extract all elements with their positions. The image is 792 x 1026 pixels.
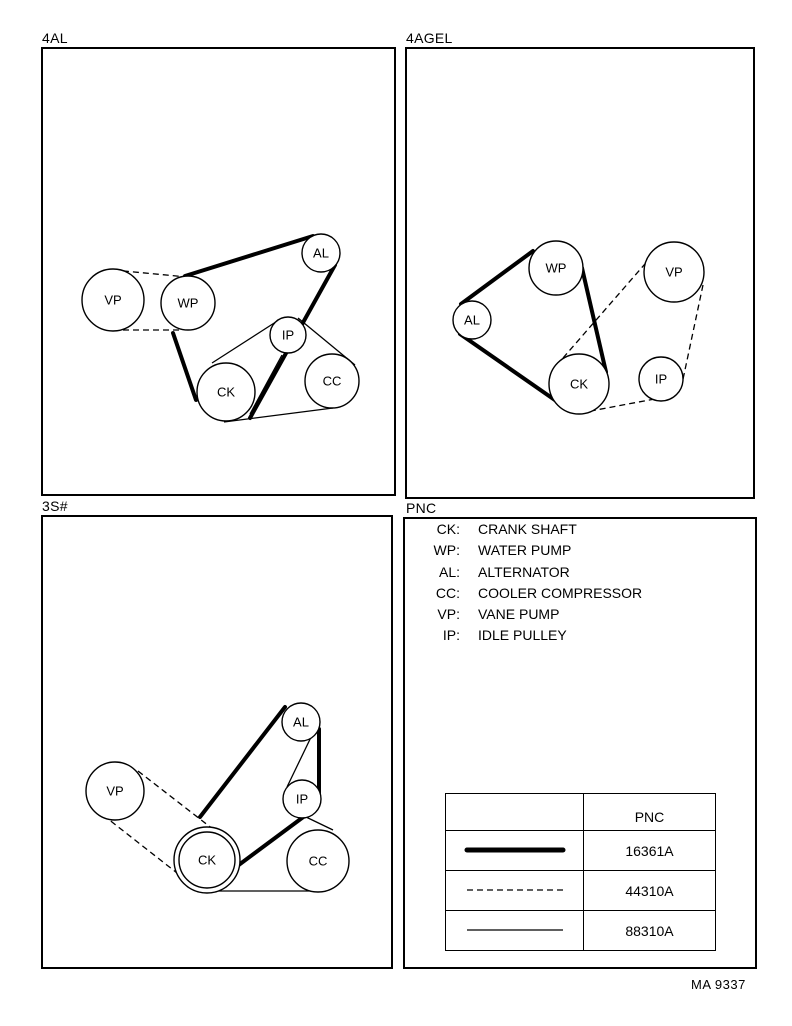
legend-abbr: CC: xyxy=(435,585,460,601)
belt-3s-ip-cc xyxy=(305,816,334,831)
pulley-4al-al: AL xyxy=(301,233,341,273)
legend-desc: VANE PUMP xyxy=(478,606,560,622)
panel-label-4agel: 4AGEL xyxy=(406,30,453,46)
abbreviation-legend: CK: CRANK SHAFT WP: WATER PUMP AL: ALTER… xyxy=(400,521,740,651)
pulley-label: CK xyxy=(217,385,235,400)
belt-3s-vp-ck-bottom xyxy=(102,814,187,881)
belt-4agel-al-wp xyxy=(459,249,535,306)
pulley-label: WP xyxy=(178,296,199,311)
pulley-4agel-vp: VP xyxy=(643,241,705,303)
panel-3s xyxy=(41,515,393,969)
pulley-label: CC xyxy=(323,374,342,389)
table-row: 88310A xyxy=(445,910,716,951)
belt-4agel-vp-ip xyxy=(681,284,704,385)
pulley-label: VP xyxy=(106,784,123,799)
belt-4al-ck-ip xyxy=(211,317,283,364)
belt-4agel-al-ck xyxy=(458,332,564,407)
line-sample-dashed xyxy=(445,870,584,911)
legend-abbr: AL: xyxy=(438,564,460,580)
belt-4al-wp-ck xyxy=(171,331,198,402)
table-row: 44310A xyxy=(445,870,716,911)
pulley-3s-al: AL xyxy=(281,702,321,742)
pulley-4agel-al: AL xyxy=(452,300,492,340)
pnc-header-blank xyxy=(445,793,584,831)
thick-line-icon xyxy=(464,847,566,853)
belt-4agel-ck-vp xyxy=(562,256,652,359)
pulley-4al-ck: CK xyxy=(196,362,256,422)
pnc-code: 88310A xyxy=(583,910,716,951)
dashed-line-icon xyxy=(467,889,563,891)
legend-abbr: WP: xyxy=(433,542,460,558)
pulley-4agel-ck: CK xyxy=(548,353,610,415)
pulley-label: VP xyxy=(665,265,682,280)
legend-desc: ALTERNATOR xyxy=(478,564,570,580)
pnc-table: PNC 16361A 44310A 88310A xyxy=(445,793,716,951)
pulley-4al-wp: WP xyxy=(160,275,216,331)
pulley-label: WP xyxy=(546,261,567,276)
pulley-3s-cc: CC xyxy=(286,829,350,893)
line-sample-thick xyxy=(445,830,584,871)
legend-desc: COOLER COMPRESSOR xyxy=(478,585,643,601)
belt-4al-ck-ip-inner xyxy=(249,354,283,415)
pulley-label: CK xyxy=(570,377,588,392)
pulley-label: IP xyxy=(282,328,294,343)
pulley-label: AL xyxy=(464,313,480,328)
pulley-4al-cc: CC xyxy=(304,353,360,409)
panel-label-3s: 3S# xyxy=(42,498,68,514)
line-sample-thin xyxy=(445,910,584,951)
legend-abbr: VP: xyxy=(437,606,460,622)
legend-desc: WATER PUMP xyxy=(478,542,572,558)
thin-line-icon xyxy=(467,929,563,931)
pnc-header: PNC xyxy=(583,793,716,831)
pulley-label: VP xyxy=(104,293,121,308)
pulley-label: CK xyxy=(198,853,216,868)
belt-3s-ck-ip xyxy=(230,813,308,872)
panel-label-4al: 4AL xyxy=(42,30,68,46)
legend-abbr: IP: xyxy=(442,627,460,643)
pulley-4agel-wp: WP xyxy=(528,240,584,296)
pulley-3s-vp: VP xyxy=(85,761,145,821)
reference-number: MA 9337 xyxy=(691,977,746,992)
pulley-label: AL xyxy=(293,715,309,730)
diagram-4al: VP WP AL IP CK CC xyxy=(81,233,360,423)
pulley-3s-ck: CK xyxy=(173,826,241,894)
pnc-code: 16361A xyxy=(583,830,716,871)
belt-3s-vp-ck-top xyxy=(137,770,219,834)
pulley-4agel-ip: IP xyxy=(638,356,684,402)
pulley-3s-ip: IP xyxy=(282,779,322,819)
pnc-code: 44310A xyxy=(583,870,716,911)
legend-desc: CRANK SHAFT xyxy=(478,521,577,537)
pulley-label: IP xyxy=(296,792,308,807)
legend-abbr: CK: xyxy=(436,521,460,537)
pulley-4al-vp: VP xyxy=(81,268,145,332)
panel-label-pnc: PNC xyxy=(406,500,437,516)
belt-4agel-wp-ck xyxy=(580,266,608,374)
pnc-table-header-row: PNC xyxy=(445,793,716,831)
belt-4al-wp-al xyxy=(183,234,315,278)
belt-4al-ck-cc xyxy=(223,407,334,423)
diagram-3s: VP AL IP CK CC xyxy=(85,702,350,894)
pulley-label: AL xyxy=(313,246,329,261)
diagram-4agel: WP VP AL CK IP xyxy=(452,240,705,415)
pulley-label: CC xyxy=(309,854,328,869)
legend-desc: IDLE PULLEY xyxy=(478,627,567,643)
belt-3s-ck-al xyxy=(198,705,287,819)
pulley-4al-ip: IP xyxy=(269,316,307,354)
table-row: 16361A xyxy=(445,830,716,871)
belt-3s-al-ip-inner xyxy=(286,730,315,788)
pulley-label: IP xyxy=(655,372,667,387)
